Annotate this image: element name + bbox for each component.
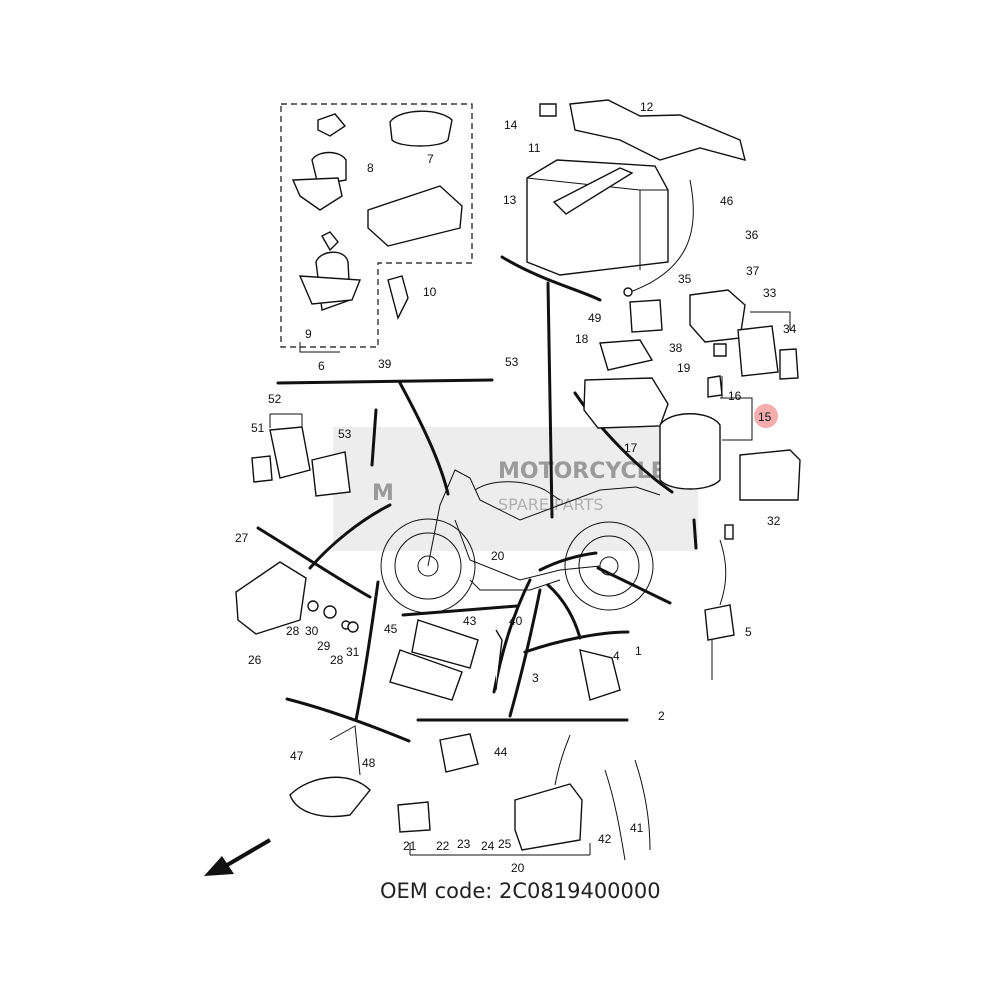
callout-label: 24 (481, 839, 495, 853)
callout-label: 8 (367, 161, 374, 175)
callout-label: 31 (346, 645, 360, 659)
callout-label: 35 (678, 272, 692, 286)
lower-parts (289, 524, 735, 861)
callout-label: 13 (503, 193, 517, 207)
left-parts (235, 426, 359, 635)
highlight-marker (754, 404, 778, 428)
callout-label: 39 (378, 357, 392, 371)
callout-label: 26 (248, 653, 262, 667)
callout-label: 10 (423, 285, 437, 299)
callout-label: 20 (491, 549, 505, 563)
callout-label: 9 (305, 327, 312, 341)
callout-label: 34 (783, 322, 797, 336)
callout-label: 32 (767, 514, 781, 528)
callout-label: 22 (436, 839, 450, 853)
callout-label: 7 (427, 152, 434, 166)
callout-label: 44 (494, 745, 508, 759)
callout-label: 45 (384, 622, 398, 636)
oem-code: OEM code: 2C0819400000 (380, 879, 661, 903)
watermark-logo: M (372, 481, 394, 506)
callout-label: 28 (286, 624, 300, 638)
callout-label: 20 (511, 861, 525, 875)
motorcycle-illustration (380, 469, 661, 614)
callout-label: 30 (305, 624, 319, 638)
callout-label: 37 (746, 264, 760, 278)
callout-label: 41 (630, 821, 644, 835)
watermark-box (333, 427, 698, 551)
callout-label: 53 (505, 355, 519, 369)
callout-label: 49 (588, 311, 602, 325)
callout-label: 5 (745, 625, 752, 639)
callout-label: 28 (330, 653, 344, 667)
callout-label: 36 (745, 228, 759, 242)
callout-label: 12 (640, 100, 654, 114)
callout-label: 17 (624, 441, 638, 455)
group-brackets (269, 311, 791, 856)
callout-label: 19 (677, 361, 691, 375)
callout-label: 42 (598, 832, 612, 846)
callout-label: 38 (669, 341, 683, 355)
ignition-parts (291, 110, 463, 320)
leader-lines (256, 255, 698, 743)
callout-label: 33 (763, 286, 777, 300)
callout-label: 2 (658, 709, 665, 723)
callout-label: 51 (251, 421, 265, 435)
callout-label: 53 (338, 427, 352, 441)
callout-label: 18 (575, 332, 589, 346)
watermark-brand: MOTORCYCLE (498, 459, 666, 484)
callout-label: 47 (290, 749, 304, 763)
callout-label: 1 (635, 644, 642, 658)
callout-label: 16 (728, 389, 742, 403)
callout-label: 52 (268, 392, 282, 406)
relay-parts (583, 289, 801, 501)
arrow-down-left-icon (204, 838, 272, 876)
callout-label: 11 (528, 141, 541, 155)
callout-labels: 1 2 3 4 5 6 7 8 9 10 11 12 13 14 15 16 1… (235, 100, 797, 875)
callout-label: 27 (235, 531, 249, 545)
callout-label: 25 (498, 837, 512, 851)
callout-label: 14 (504, 118, 518, 132)
callout-label: 23 (457, 837, 471, 851)
callout-label: 3 (532, 671, 539, 685)
callout-label: 48 (362, 756, 376, 770)
callout-label: 29 (317, 639, 331, 653)
callout-label: 43 (463, 614, 477, 628)
callout-label: 4 (613, 649, 620, 663)
battery-parts (526, 99, 746, 297)
callout-label: 40 (509, 614, 523, 628)
callout-label: 46 (720, 194, 734, 208)
callout-label: 6 (318, 359, 325, 373)
ignition-group-box (280, 103, 473, 348)
callout-label-highlighted: 15 (758, 410, 772, 424)
callout-label: 21 (403, 839, 417, 853)
